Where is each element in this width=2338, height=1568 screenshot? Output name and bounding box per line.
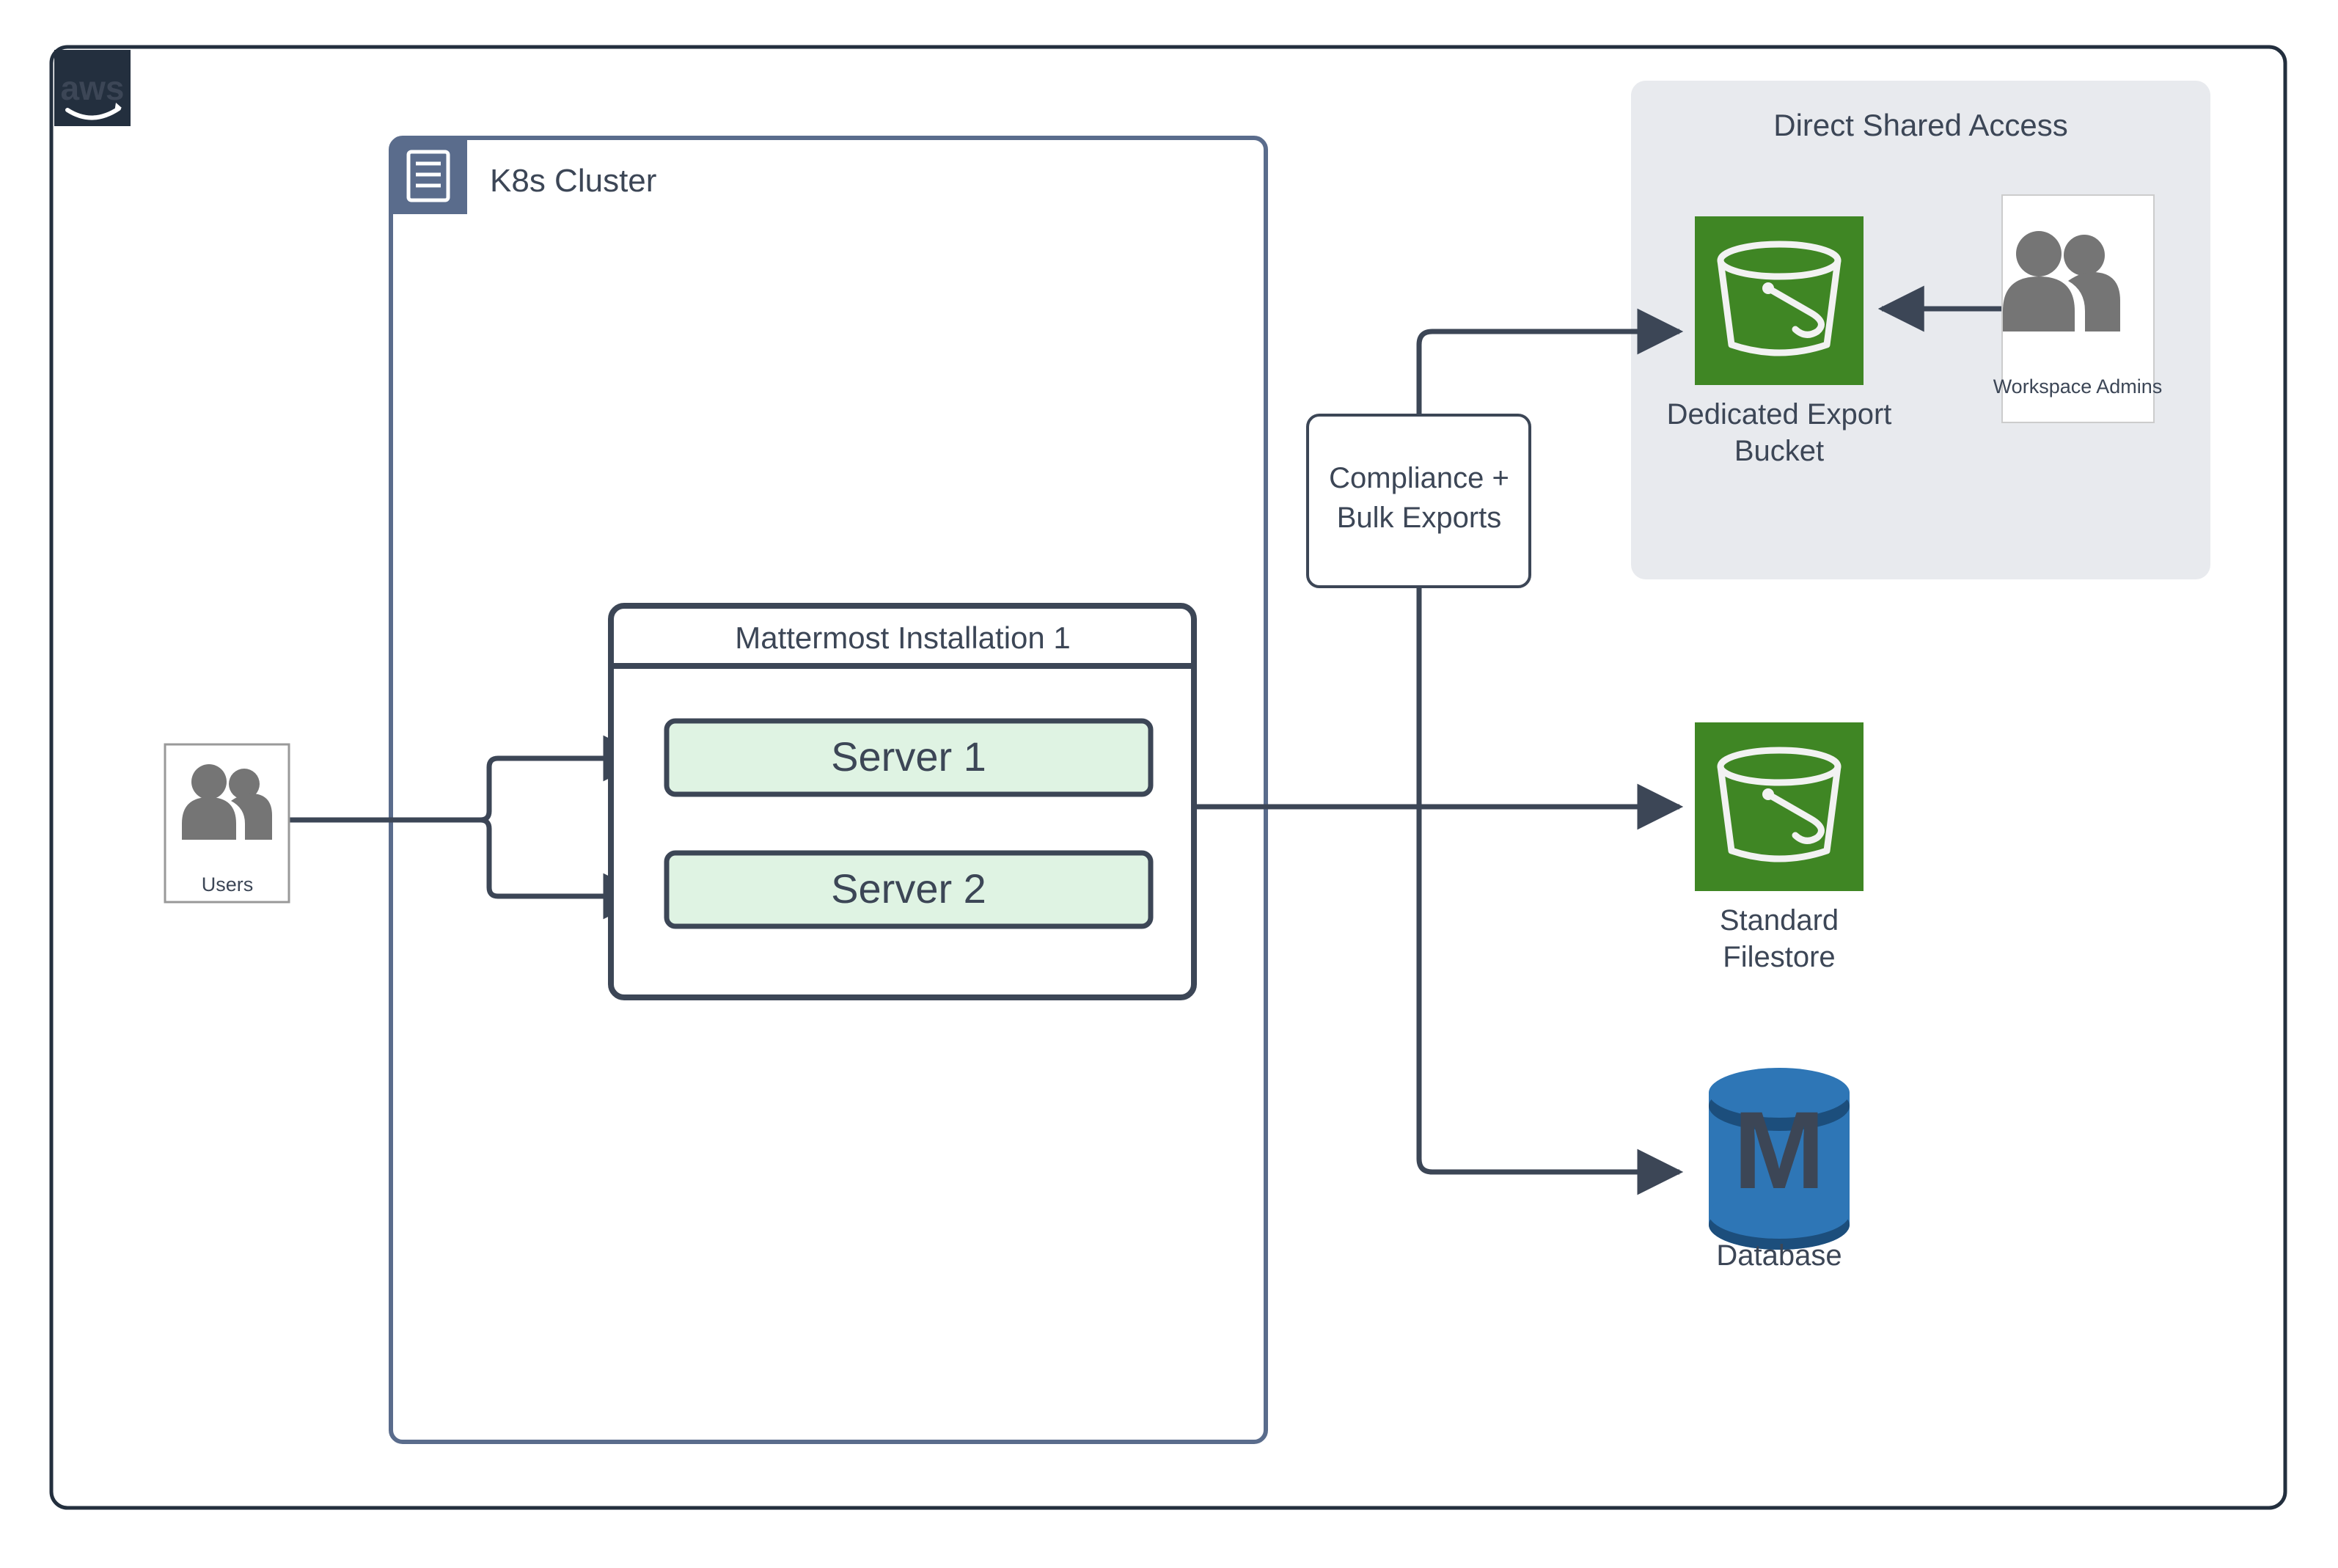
k8s-cluster-label: K8s Cluster bbox=[490, 163, 656, 199]
server-2-node[interactable]: Server 2 bbox=[664, 850, 1154, 929]
dedicated-export-bucket-node[interactable]: Dedicated Export Bucket bbox=[1667, 216, 1892, 467]
standard-filestore-node[interactable]: Standard Filestore bbox=[1695, 722, 1864, 973]
filestore-label-line-1: Standard bbox=[1720, 904, 1839, 937]
edge-compliance-to-export-bucket bbox=[1416, 308, 1684, 415]
workspace-admins-node[interactable]: Workspace Admins bbox=[1993, 194, 2163, 423]
compliance-bulk-exports-node[interactable]: Compliance + Bulk Exports bbox=[1306, 414, 1531, 588]
server-2-label: Server 2 bbox=[831, 865, 986, 912]
edge-compliance-to-database bbox=[1416, 587, 1684, 1195]
database-node[interactable]: M Database bbox=[1709, 1068, 1850, 1272]
people-icon bbox=[182, 764, 272, 840]
workspace-admins-label: Workspace Admins bbox=[1993, 375, 2163, 398]
server-1-label: Server 1 bbox=[831, 733, 986, 780]
s3-bucket-icon bbox=[1717, 747, 1842, 862]
compliance-label-line-1: Compliance + bbox=[1329, 462, 1509, 494]
server-rack-icon bbox=[406, 150, 450, 202]
users-label: Users bbox=[202, 873, 254, 895]
people-icon bbox=[2003, 231, 2120, 331]
export-bucket-label-line-1: Dedicated Export bbox=[1667, 398, 1892, 431]
aws-logo: aws bbox=[54, 50, 131, 126]
database-badge-letter: M bbox=[1734, 1088, 1825, 1212]
s3-bucket-icon bbox=[1717, 241, 1842, 356]
direct-shared-access-label: Direct Shared Access bbox=[1773, 108, 2068, 142]
server-1-node[interactable]: Server 1 bbox=[664, 718, 1154, 797]
edge-users-to-server-2 bbox=[469, 817, 650, 920]
export-bucket-label-line-2: Bucket bbox=[1734, 435, 1824, 467]
users-node[interactable]: Users bbox=[164, 743, 290, 904]
compliance-label-line-2: Bulk Exports bbox=[1337, 502, 1502, 534]
mattermost-installation-node[interactable]: Mattermost Installation 1 Server 1 Serve… bbox=[608, 603, 1197, 1000]
filestore-label-line-2: Filestore bbox=[1723, 941, 1835, 973]
aws-logo-wordmark: aws bbox=[61, 69, 125, 107]
installation-title: Mattermost Installation 1 bbox=[735, 620, 1071, 655]
database-label: Database bbox=[1716, 1239, 1842, 1272]
database-cylinder-icon: M bbox=[1709, 1068, 1850, 1250]
